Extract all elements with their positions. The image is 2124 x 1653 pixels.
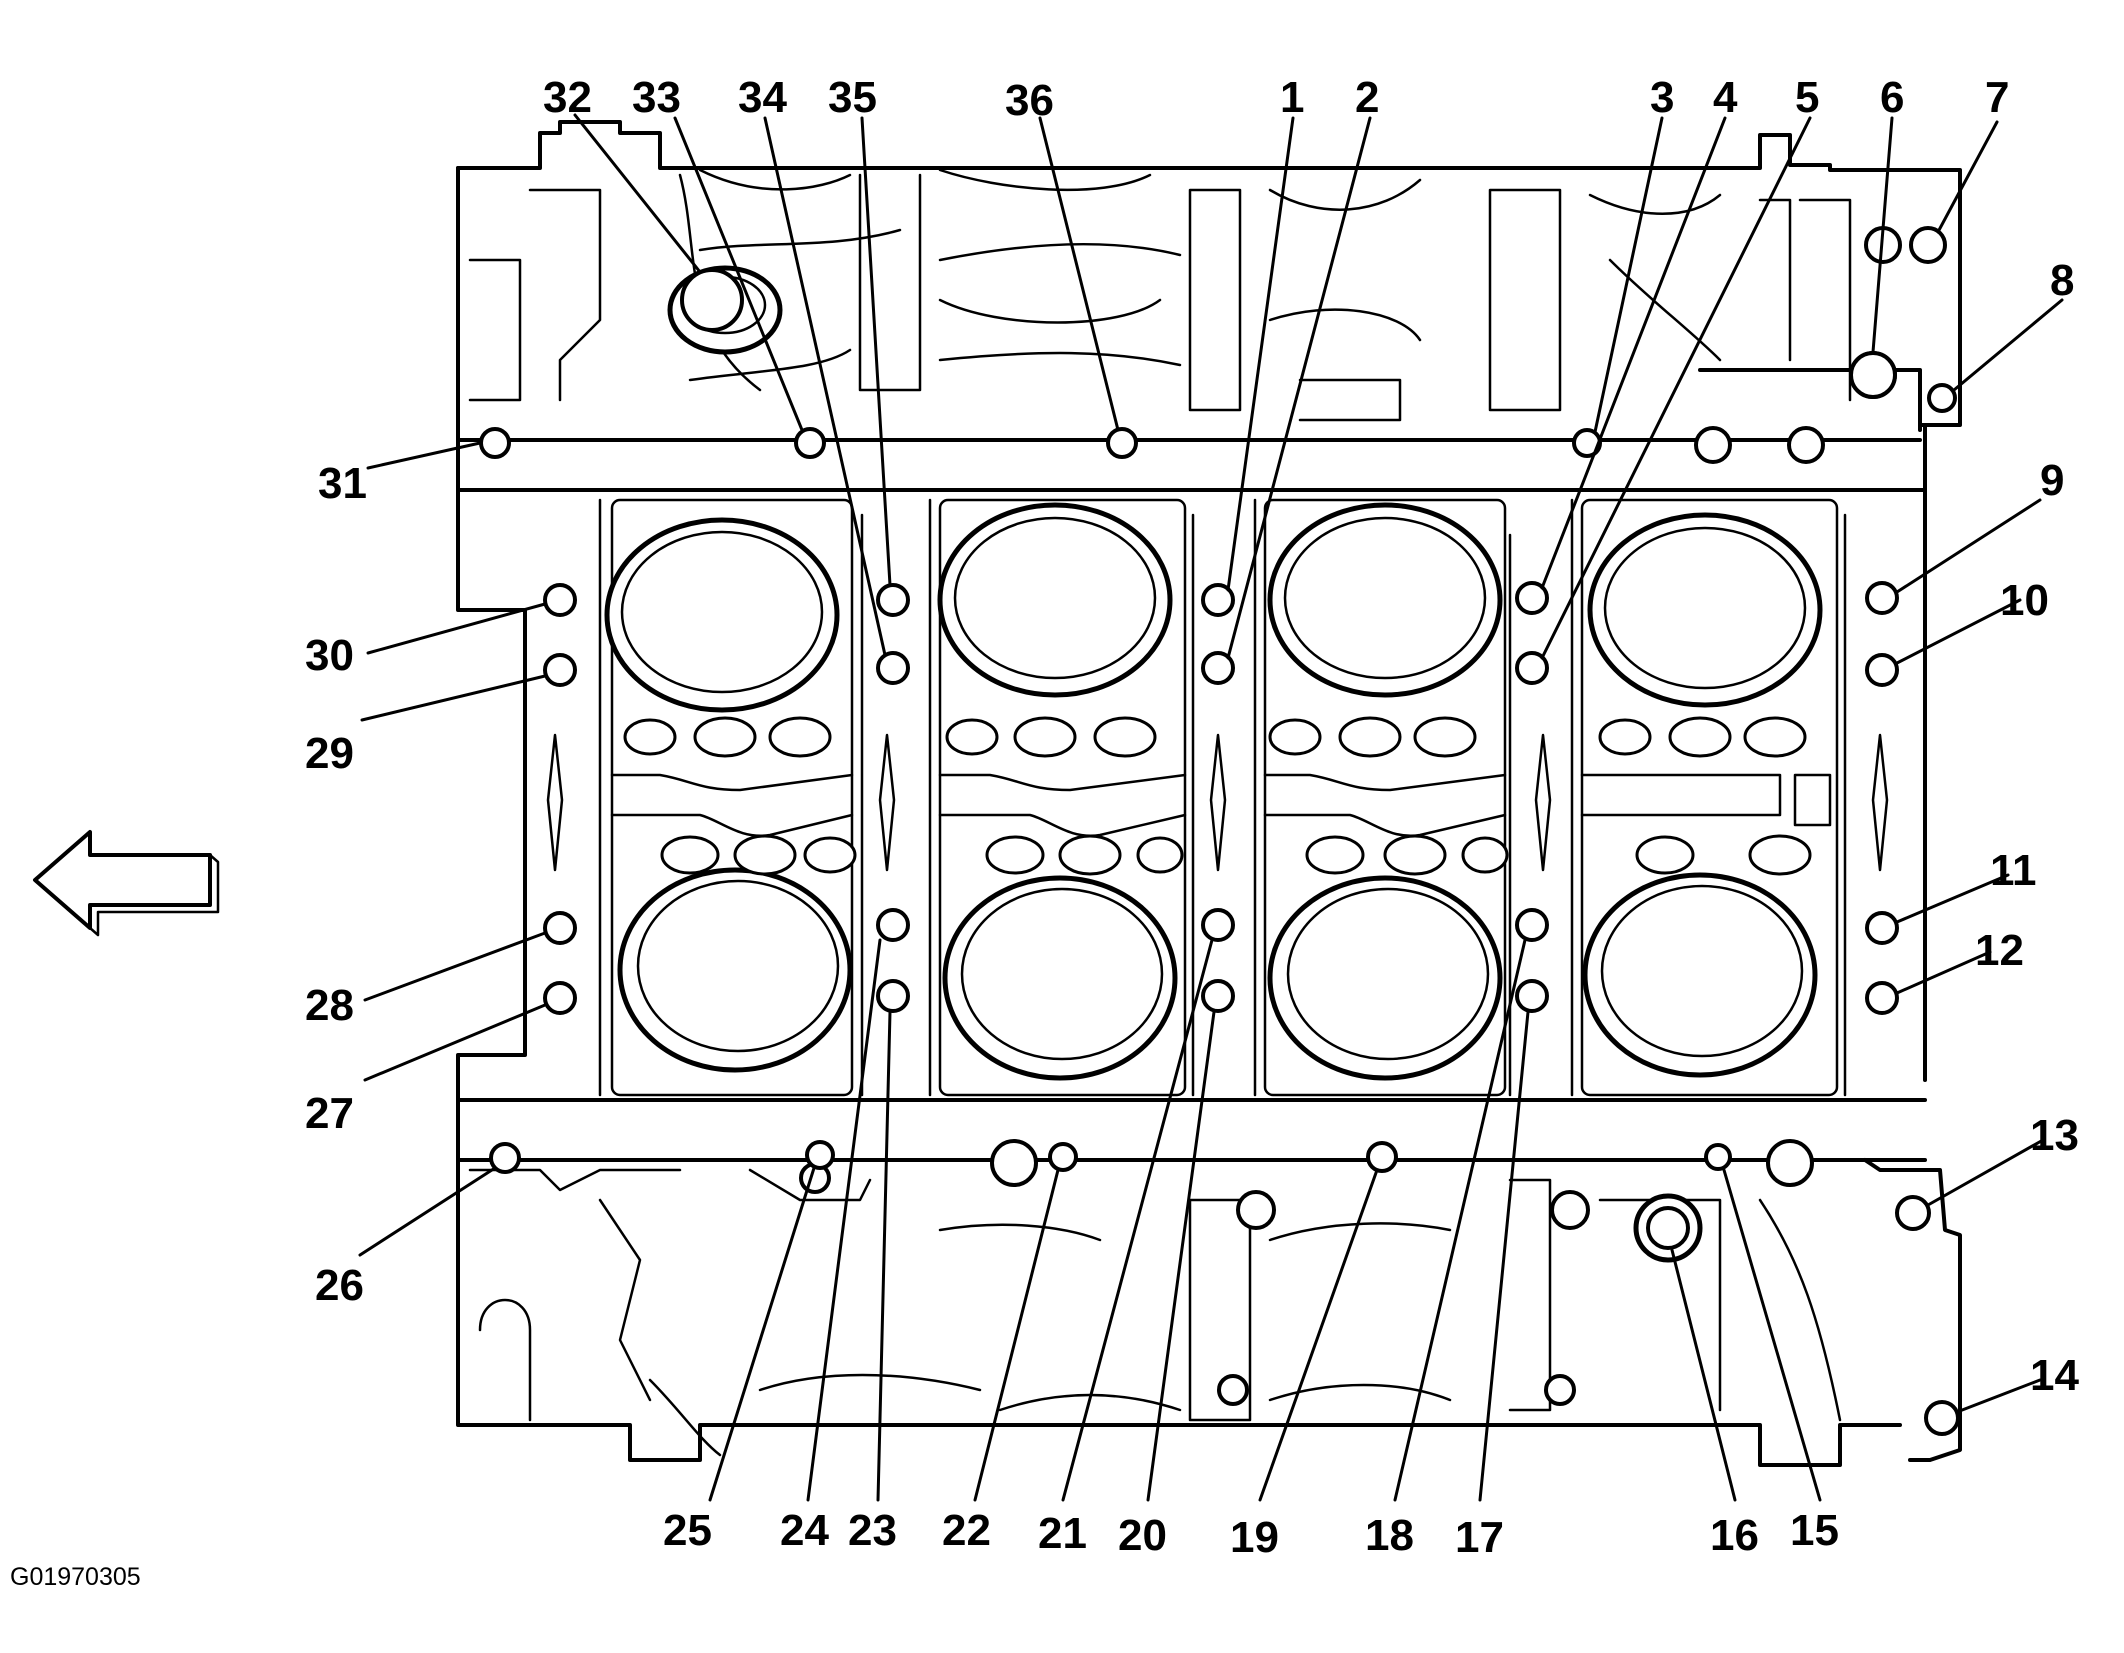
bolt-hole-28 — [543, 911, 577, 945]
bolt-hole-13 — [1895, 1195, 1931, 1231]
bolt-hole-5 — [1515, 651, 1549, 685]
bolt-hole-16 — [1646, 1206, 1690, 1250]
callout-3: 3 — [1650, 73, 1674, 122]
cylinder-bays — [546, 498, 1889, 1097]
callout-21: 21 — [1038, 1509, 1087, 1558]
bolt-hole-4 — [1515, 581, 1549, 615]
bolt-hole-9 — [1865, 581, 1899, 615]
head-bolt-holes — [479, 226, 1960, 1436]
bolt-hole-2 — [1201, 651, 1235, 685]
callout-29: 29 — [305, 729, 354, 778]
bolt-hole-20 — [1201, 979, 1235, 1013]
bolt-hole-14 — [1924, 1400, 1960, 1436]
callout-28: 28 — [305, 981, 354, 1030]
figure-id: G01970305 — [10, 1563, 141, 1591]
callout-9: 9 — [2040, 456, 2064, 505]
callout-27: 27 — [305, 1089, 354, 1138]
callout-10: 10 — [2000, 576, 2049, 625]
bolt-hole-31 — [479, 427, 511, 459]
bolt-hole-35 — [876, 583, 910, 617]
bolt-hole-24 — [876, 908, 910, 942]
callout-17: 17 — [1455, 1513, 1504, 1562]
callout-20: 20 — [1118, 1511, 1167, 1560]
bolt-hole-27 — [543, 981, 577, 1015]
callout-6: 6 — [1880, 73, 1904, 122]
callout-2: 2 — [1355, 73, 1379, 122]
callout-24: 24 — [780, 1506, 829, 1555]
bolt-hole-33 — [794, 427, 826, 459]
callout-5: 5 — [1795, 73, 1819, 122]
bolt-hole-25 — [805, 1140, 835, 1170]
leader-lines — [358, 113, 2064, 1502]
bolt-hole-15 — [1704, 1143, 1732, 1171]
bolt-hole-32 — [680, 268, 744, 332]
bolt-hole-23 — [876, 979, 910, 1013]
callout-34: 34 — [738, 73, 787, 122]
bolt-hole-6 — [1849, 351, 1897, 399]
callout-7: 7 — [1985, 73, 2009, 122]
bolt-hole-7 — [1909, 226, 1947, 264]
callout-35: 35 — [828, 73, 877, 122]
bolt-hole-36 — [1106, 427, 1138, 459]
bolt-hole-34 — [876, 651, 910, 685]
lower-deck-detail — [468, 1139, 1842, 1457]
bolt-hole-22 — [1048, 1142, 1078, 1172]
callout-13: 13 — [2030, 1111, 2079, 1160]
callout-12: 12 — [1975, 926, 2024, 975]
bolt-hole-30 — [543, 583, 577, 617]
callout-25: 25 — [663, 1506, 712, 1555]
callout-30: 30 — [305, 631, 354, 680]
bolt-hole-8 — [1927, 383, 1957, 413]
callout-32: 32 — [543, 73, 592, 122]
bolt-hole-1 — [1201, 583, 1235, 617]
bolt-hole-29 — [543, 653, 577, 687]
callout-14: 14 — [2030, 1351, 2079, 1400]
callout-4: 4 — [1713, 73, 1738, 122]
callout-31: 31 — [318, 459, 367, 508]
callout-16: 16 — [1710, 1511, 1759, 1560]
engine-block-outline — [456, 120, 1962, 1467]
callout-36: 36 — [1005, 76, 1054, 125]
callout-8: 8 — [2050, 256, 2074, 305]
callout-15: 15 — [1790, 1506, 1839, 1555]
bolt-hole-18 — [1515, 908, 1549, 942]
callout-19: 19 — [1230, 1513, 1279, 1562]
callout-23: 23 — [848, 1506, 897, 1555]
bolt-hole-10 — [1865, 653, 1899, 687]
bolt-hole-17 — [1515, 979, 1549, 1013]
bolt-hole-26 — [489, 1142, 521, 1174]
callout-11: 11 — [1990, 846, 2037, 895]
bolt-hole-12 — [1865, 981, 1899, 1015]
bolt-hole-21 — [1201, 908, 1235, 942]
callout-26: 26 — [315, 1261, 364, 1310]
bolt-hole-11 — [1865, 911, 1899, 945]
callout-22: 22 — [942, 1506, 991, 1555]
callout-1: 1 — [1280, 73, 1304, 122]
callout-33: 33 — [632, 73, 681, 122]
callout-labels: 1 2 3 4 5 6 7 8 9 10 11 12 13 14 15 16 1… — [305, 73, 2079, 1562]
left-arrow-icon — [33, 830, 220, 937]
callout-18: 18 — [1365, 1511, 1414, 1560]
bolt-hole-19 — [1366, 1141, 1398, 1173]
